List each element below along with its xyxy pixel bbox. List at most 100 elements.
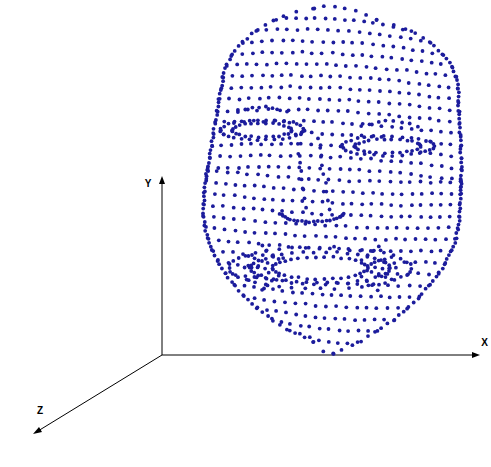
face-point <box>407 91 411 95</box>
face-point <box>211 131 215 135</box>
face-point <box>249 154 253 158</box>
face-point <box>284 232 288 236</box>
face-point <box>270 51 274 55</box>
face-point <box>298 86 302 90</box>
face-point <box>456 87 460 91</box>
face-point <box>224 182 228 186</box>
face-point <box>459 135 463 139</box>
face-point <box>408 214 412 218</box>
face-point <box>263 267 267 271</box>
face-point <box>310 51 314 55</box>
face-point <box>305 256 309 260</box>
face-point <box>211 249 215 253</box>
face-point <box>260 50 264 54</box>
face-point <box>202 215 206 219</box>
face-point <box>397 115 401 119</box>
face-point <box>266 314 270 318</box>
face-point <box>368 32 372 36</box>
face-point <box>274 309 278 313</box>
face-point <box>338 98 342 102</box>
face-point <box>458 131 462 135</box>
face-point <box>359 124 363 128</box>
face-point <box>448 215 452 219</box>
face-point <box>397 79 401 83</box>
face-point <box>416 125 420 129</box>
face-point <box>314 304 318 308</box>
face-point <box>285 328 289 332</box>
face-point <box>296 256 300 260</box>
face-point <box>237 166 241 170</box>
face-point <box>372 153 376 157</box>
face-point <box>457 223 461 227</box>
face-point <box>381 55 385 59</box>
face-point <box>275 62 279 66</box>
axis-label: X <box>481 338 488 348</box>
face-point <box>284 221 288 225</box>
face-point <box>365 65 369 69</box>
face-point <box>449 142 453 146</box>
face-point <box>277 135 281 139</box>
face-point <box>309 86 313 90</box>
face-point <box>288 218 292 222</box>
face-point <box>268 153 272 157</box>
face-point <box>356 340 360 344</box>
face-point <box>410 29 414 33</box>
face-point <box>323 224 327 228</box>
face-point <box>253 231 257 235</box>
face-point <box>376 288 380 292</box>
face-point <box>316 109 320 113</box>
face-point <box>296 219 300 223</box>
face-point <box>353 318 357 322</box>
face-point <box>313 16 317 20</box>
face-point <box>328 75 332 79</box>
face-point <box>287 132 291 136</box>
face-point <box>271 253 275 257</box>
face-point <box>408 295 412 299</box>
face-point <box>334 63 338 67</box>
face-point <box>265 277 269 281</box>
face-point <box>447 86 451 90</box>
face-point <box>272 186 276 190</box>
face-point <box>238 98 242 102</box>
face-point <box>389 180 393 184</box>
face-point <box>408 284 412 288</box>
face-point <box>220 267 224 271</box>
face-point <box>226 166 230 170</box>
face-point <box>236 110 240 114</box>
face-point <box>300 291 304 295</box>
face-point <box>221 76 225 80</box>
face-point <box>294 133 298 137</box>
face-point <box>248 137 252 141</box>
face-point <box>459 185 463 189</box>
face-point <box>374 306 378 310</box>
face-point <box>309 143 313 147</box>
face-point <box>433 261 437 265</box>
face-point <box>291 291 295 295</box>
face-point <box>312 119 316 123</box>
z-axis <box>38 355 162 431</box>
face-point <box>280 253 284 257</box>
face-point <box>373 318 377 322</box>
face-point <box>399 215 403 219</box>
face-point <box>221 204 225 208</box>
face-point <box>360 285 364 289</box>
face-point <box>369 202 373 206</box>
face-point <box>405 273 409 277</box>
face-point <box>282 186 286 190</box>
face-point <box>432 142 436 146</box>
face-point <box>217 238 221 242</box>
face-point <box>357 168 361 172</box>
face-point <box>385 226 389 230</box>
face-point <box>208 156 212 160</box>
face-point <box>377 120 381 124</box>
face-point <box>408 180 412 184</box>
face-point <box>259 273 263 277</box>
face-point <box>429 215 433 219</box>
face-point <box>208 156 212 160</box>
face-point <box>249 269 253 273</box>
face-point <box>388 266 392 270</box>
face-point <box>320 154 324 158</box>
face-point <box>223 66 227 70</box>
face-point <box>383 138 387 142</box>
face-point <box>304 302 308 306</box>
